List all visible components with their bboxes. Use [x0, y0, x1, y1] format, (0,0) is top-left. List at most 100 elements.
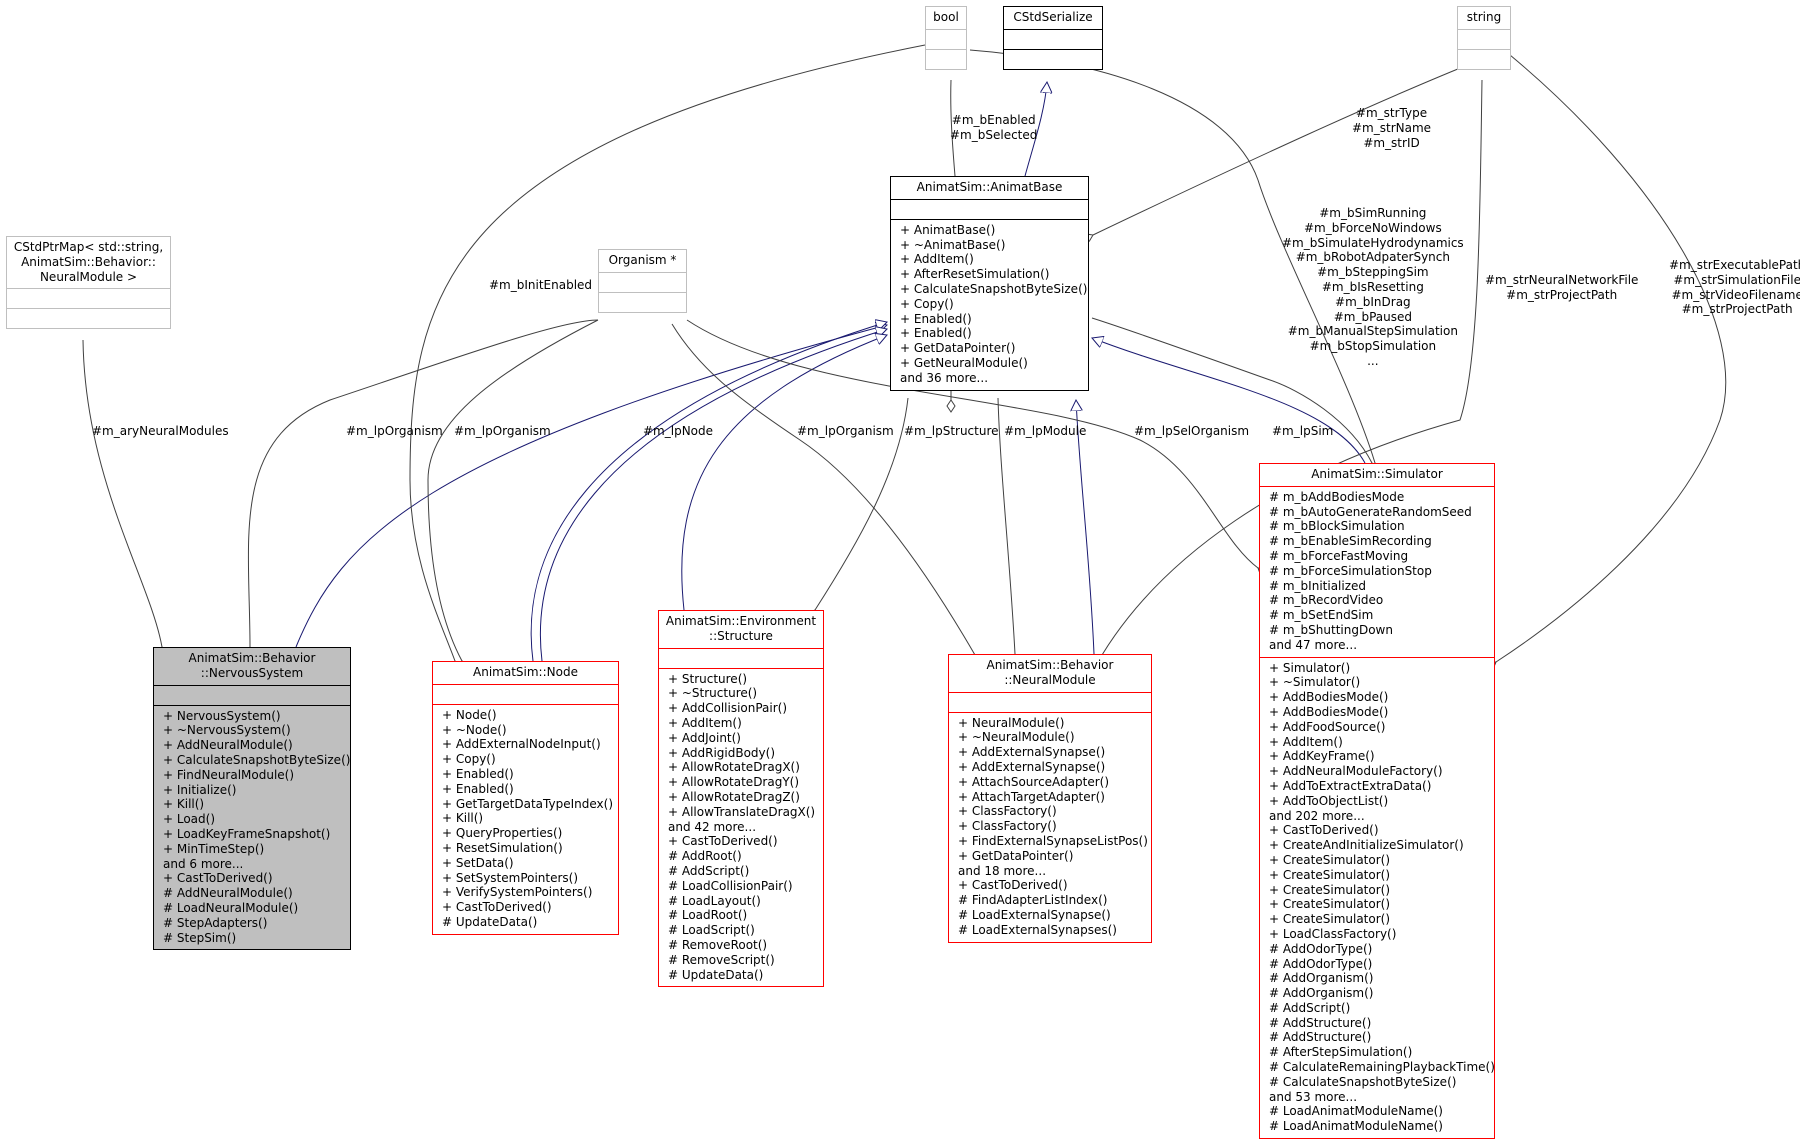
method-row: # AfterStepSimulation() [1269, 1045, 1413, 1060]
class-title: Organism * [608, 253, 677, 267]
methods-section: + NervousSystem()+ ~NervousSystem()+ Add… [154, 704, 350, 950]
class-structure[interactable]: AnimatSim::Environment ::Structure + Str… [658, 610, 824, 988]
class-simulator[interactable]: AnimatSim::Simulator # m_bAddBodiesMode#… [1259, 463, 1495, 1140]
attributes-section [433, 683, 618, 704]
edge-inherit-neuralmodule-animatbase [1076, 400, 1095, 655]
attribute-row: # m_bShuttingDown [1269, 622, 1393, 637]
method-row: + ~AnimatBase() [900, 237, 1006, 252]
method-row: + ~NeuralModule() [958, 730, 1075, 745]
method-row: + CastToDerived() [958, 878, 1068, 893]
class-title: AnimatSim::Environment ::Structure [665, 614, 817, 643]
method-row: + GetTargetDataTypeIndex() [442, 796, 613, 811]
method-row: + Enabled() [442, 781, 514, 796]
class-organism[interactable]: Organism * [598, 249, 687, 313]
method-row: # AddStructure() [1269, 1030, 1372, 1045]
method-row: # AddOrganism() [1269, 971, 1374, 986]
attribute-row: # m_bAddBodiesMode [1269, 489, 1405, 504]
methods-section [7, 308, 170, 328]
method-row: + LoadKeyFrameSnapshot() [163, 826, 331, 841]
method-row: # UpdateData() [668, 967, 764, 982]
method-row: + CastToDerived() [163, 871, 273, 886]
edge-label-enabled: #m_bEnabled #m_bSelected [950, 113, 1038, 142]
method-row: + AddNeuralModuleFactory() [1269, 764, 1443, 779]
method-row: + QueryProperties() [442, 826, 563, 841]
method-row: + AnimatBase() [900, 222, 996, 237]
method-row: and 53 more... [1269, 1089, 1358, 1104]
methods-section: + AnimatBase()+ ~AnimatBase()+ AddItem()… [891, 218, 1088, 390]
method-row: # AddOdorType() [1269, 941, 1373, 956]
edge-organism-nervoussystem [245, 319, 599, 660]
attributes-section [926, 28, 966, 49]
method-row: and 18 more... [958, 863, 1047, 878]
method-row: + Kill() [163, 797, 205, 812]
edge-organism-simulator [686, 319, 1269, 576]
methods-section [599, 291, 686, 312]
edge-inherit-simulator-animatbase [1092, 338, 1366, 464]
edge-label-lpmodule: #m_lpModule [1004, 424, 1087, 438]
methods-section: + NeuralModule()+ ~NeuralModule() + AddEx… [949, 711, 1151, 942]
class-title: AnimatSim::Simulator [1311, 467, 1443, 481]
method-row: # LoadAnimatModuleName() [1269, 1104, 1443, 1119]
method-row: # RemoveScript() [668, 952, 775, 967]
class-title: AnimatSim::Node [473, 665, 578, 679]
method-row: # StepAdapters() [163, 915, 268, 930]
edge-label-lpsim: #m_lpSim [1272, 424, 1334, 438]
attributes-section [7, 288, 170, 308]
attribute-row: # m_bRecordVideo [1269, 593, 1384, 608]
attributes-section [154, 684, 350, 705]
class-cstdserialize[interactable]: CStdSerialize [1003, 6, 1103, 70]
class-title: bool [933, 10, 959, 24]
class-neuralmodule[interactable]: AnimatSim::Behavior ::NeuralModule + Neu… [948, 654, 1152, 943]
edge-label-lporganism-3: #m_lpOrganism [797, 424, 894, 438]
attributes-section: # m_bAddBodiesMode# m_bAutoGenerateRando… [1260, 485, 1494, 657]
edge-animatbase-simulator [1091, 317, 1379, 475]
edge-string-simulator [1485, 54, 1727, 670]
method-row: # LoadLayout() [668, 893, 761, 908]
edge-organism-node [427, 319, 599, 673]
edge-organism-neuralmodule [671, 323, 982, 667]
class-node[interactable]: AnimatSim::Node + Node()+ ~Node()+ AddEx… [432, 661, 619, 935]
method-row: + CastToDerived() [668, 834, 778, 849]
method-row: + NeuralModule() [958, 715, 1065, 730]
attribute-row: # m_bForceFastMoving [1269, 548, 1409, 563]
edge-animatbase-structure [807, 397, 909, 621]
edge-cstdptrmap-nervoussystem [82, 339, 168, 660]
method-row: and 202 more... [1269, 808, 1365, 823]
class-cstdptrmap[interactable]: CStdPtrMap< std::string, AnimatSim::Beha… [6, 236, 171, 330]
class-animatbase[interactable]: AnimatSim::AnimatBase + AnimatBase()+ ~A… [890, 176, 1089, 391]
method-row: + AllowRotateDragZ() [668, 789, 800, 804]
method-row: + AllowTranslateDragX() [668, 804, 816, 819]
class-string[interactable]: string [1457, 6, 1511, 70]
method-row: # AddNeuralModule() [163, 886, 293, 901]
edge-label-lpstructure: #m_lpStructure [904, 424, 999, 438]
class-title: CStdPtrMap< std::string, AnimatSim::Beha… [13, 240, 164, 284]
method-row: + CreateSimulator() [1269, 882, 1391, 897]
method-row: + AddToObjectList() [1269, 793, 1389, 808]
method-row: + Enabled() [900, 311, 972, 326]
methods-section [1004, 48, 1102, 69]
class-bool[interactable]: bool [925, 6, 967, 70]
method-row: + MinTimeStep() [163, 841, 265, 856]
edge-label-initenabled: #m_bInitEnabled [489, 278, 593, 292]
method-row: # AddOrganism() [1269, 986, 1374, 1001]
class-title: AnimatSim::Behavior ::NervousSystem [188, 651, 316, 680]
method-row: + AddExternalSynapse() [958, 759, 1106, 774]
method-row: + AfterResetSimulation() [900, 267, 1050, 282]
edge-inherit-structure-animatbase [681, 335, 887, 611]
method-row: # AddRoot() [668, 849, 742, 864]
edge-label-aryneural: #m_aryNeuralModules [92, 424, 229, 438]
edge-label-lporganism-2: #m_lpOrganism [454, 424, 551, 438]
method-row: + AddRigidBody() [668, 745, 775, 760]
method-row: + Load() [163, 812, 216, 827]
method-row: + AddItem() [668, 715, 742, 730]
method-row: + ~Node() [442, 722, 507, 737]
class-nervoussystem[interactable]: AnimatSim::Behavior ::NervousSystem + Ne… [153, 647, 351, 951]
edge-bool-animatbase-enabled [950, 79, 961, 189]
method-row: # LoadScript() [668, 923, 755, 938]
class-title: string [1466, 10, 1502, 24]
attributes-section [1458, 28, 1510, 49]
method-row: # LoadExternalSynapse() [958, 907, 1111, 922]
method-row: + VerifySystemPointers() [442, 885, 593, 900]
method-row: + AddItem() [900, 252, 974, 267]
method-row: + SetSystemPointers() [442, 870, 579, 885]
